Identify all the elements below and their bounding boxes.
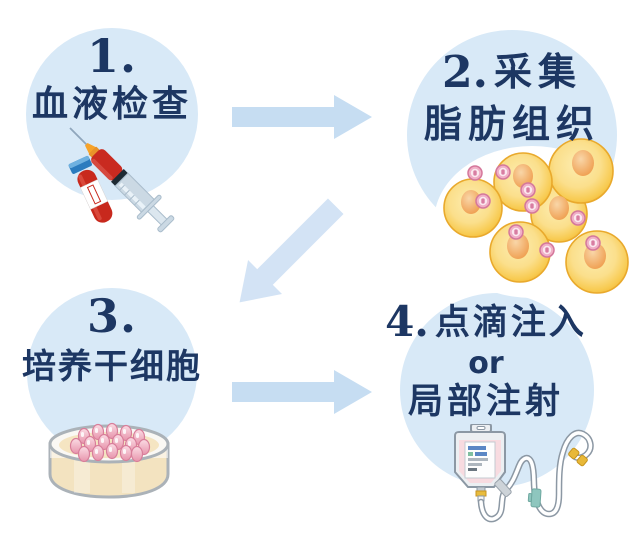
step-1-text: 1. 血液检查 [26,32,198,124]
step-4-line1: 4.点滴注入 [372,297,600,346]
step-3-number: 3. [86,289,138,343]
step-2-label-line2: 脂肪组织 [423,101,600,147]
blood-test-icon [68,127,175,233]
arrow-right-1-icon [232,95,372,139]
arrow-right-2-icon [232,370,372,414]
step-4-label-line1: 点滴注入 [434,302,587,343]
syringe-icon [69,127,175,233]
fat-cells-icon [434,138,630,298]
step-2-label-line1: 采集 [493,49,582,94]
step-3-text: 3. 培养干细胞 [5,292,219,386]
arrow-down-left-icon [239,198,344,303]
tube-connector [568,447,588,467]
iv-drip-bag-icon [454,424,594,523]
small-pink-cells [467,164,601,258]
step-2-text: 2.采集 脂肪组织 [395,47,629,147]
tube-clamp [527,488,542,508]
step-3-label: 培养干细胞 [22,347,202,388]
step-4-label-line2: 局部注射 [407,380,564,422]
step-2-line1: 2.采集 [395,47,629,98]
tube-sleeve [494,478,512,498]
step-4-number: 4. [385,297,429,346]
step-1-number: 1. [86,29,138,83]
step-1-label: 血液检查 [31,83,192,126]
cell-highlights [81,427,139,454]
step-4-label-or: or [468,346,504,382]
petri-dish-icon [48,422,170,499]
step-2-number: 2. [442,47,488,98]
step-4-text: 4.点滴注入 or 局部注射 [372,297,600,422]
blood-tube-icon [68,156,113,223]
stem-cells [69,422,151,463]
